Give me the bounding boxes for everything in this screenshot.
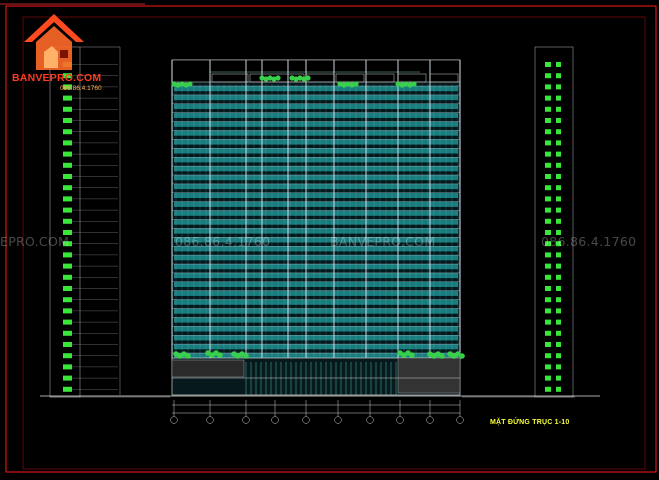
house-logo-icon bbox=[24, 14, 84, 70]
brand-name: BANVEPRO.COM bbox=[12, 72, 102, 84]
watermark-left: EPRO.COM bbox=[0, 234, 70, 249]
brand-phone: 086.86.4.1760 bbox=[60, 85, 102, 92]
watermark-center: BANVEPRO.COM bbox=[330, 234, 436, 249]
outer-frame bbox=[5, 5, 657, 473]
left-level-ruler bbox=[49, 46, 170, 398]
watermark-phone-left: 086.86.4.1760 bbox=[175, 234, 271, 249]
drawing-title: MẶT ĐỨNG TRỤC 1-10 bbox=[490, 419, 570, 426]
watermark-phone-right: 086.86.4.1760 bbox=[541, 234, 637, 249]
inner-frame bbox=[22, 16, 646, 470]
right-level-ruler bbox=[462, 46, 575, 398]
podium bbox=[171, 350, 465, 396]
building-facade bbox=[171, 59, 461, 361]
dimension-lines bbox=[170, 400, 464, 424]
